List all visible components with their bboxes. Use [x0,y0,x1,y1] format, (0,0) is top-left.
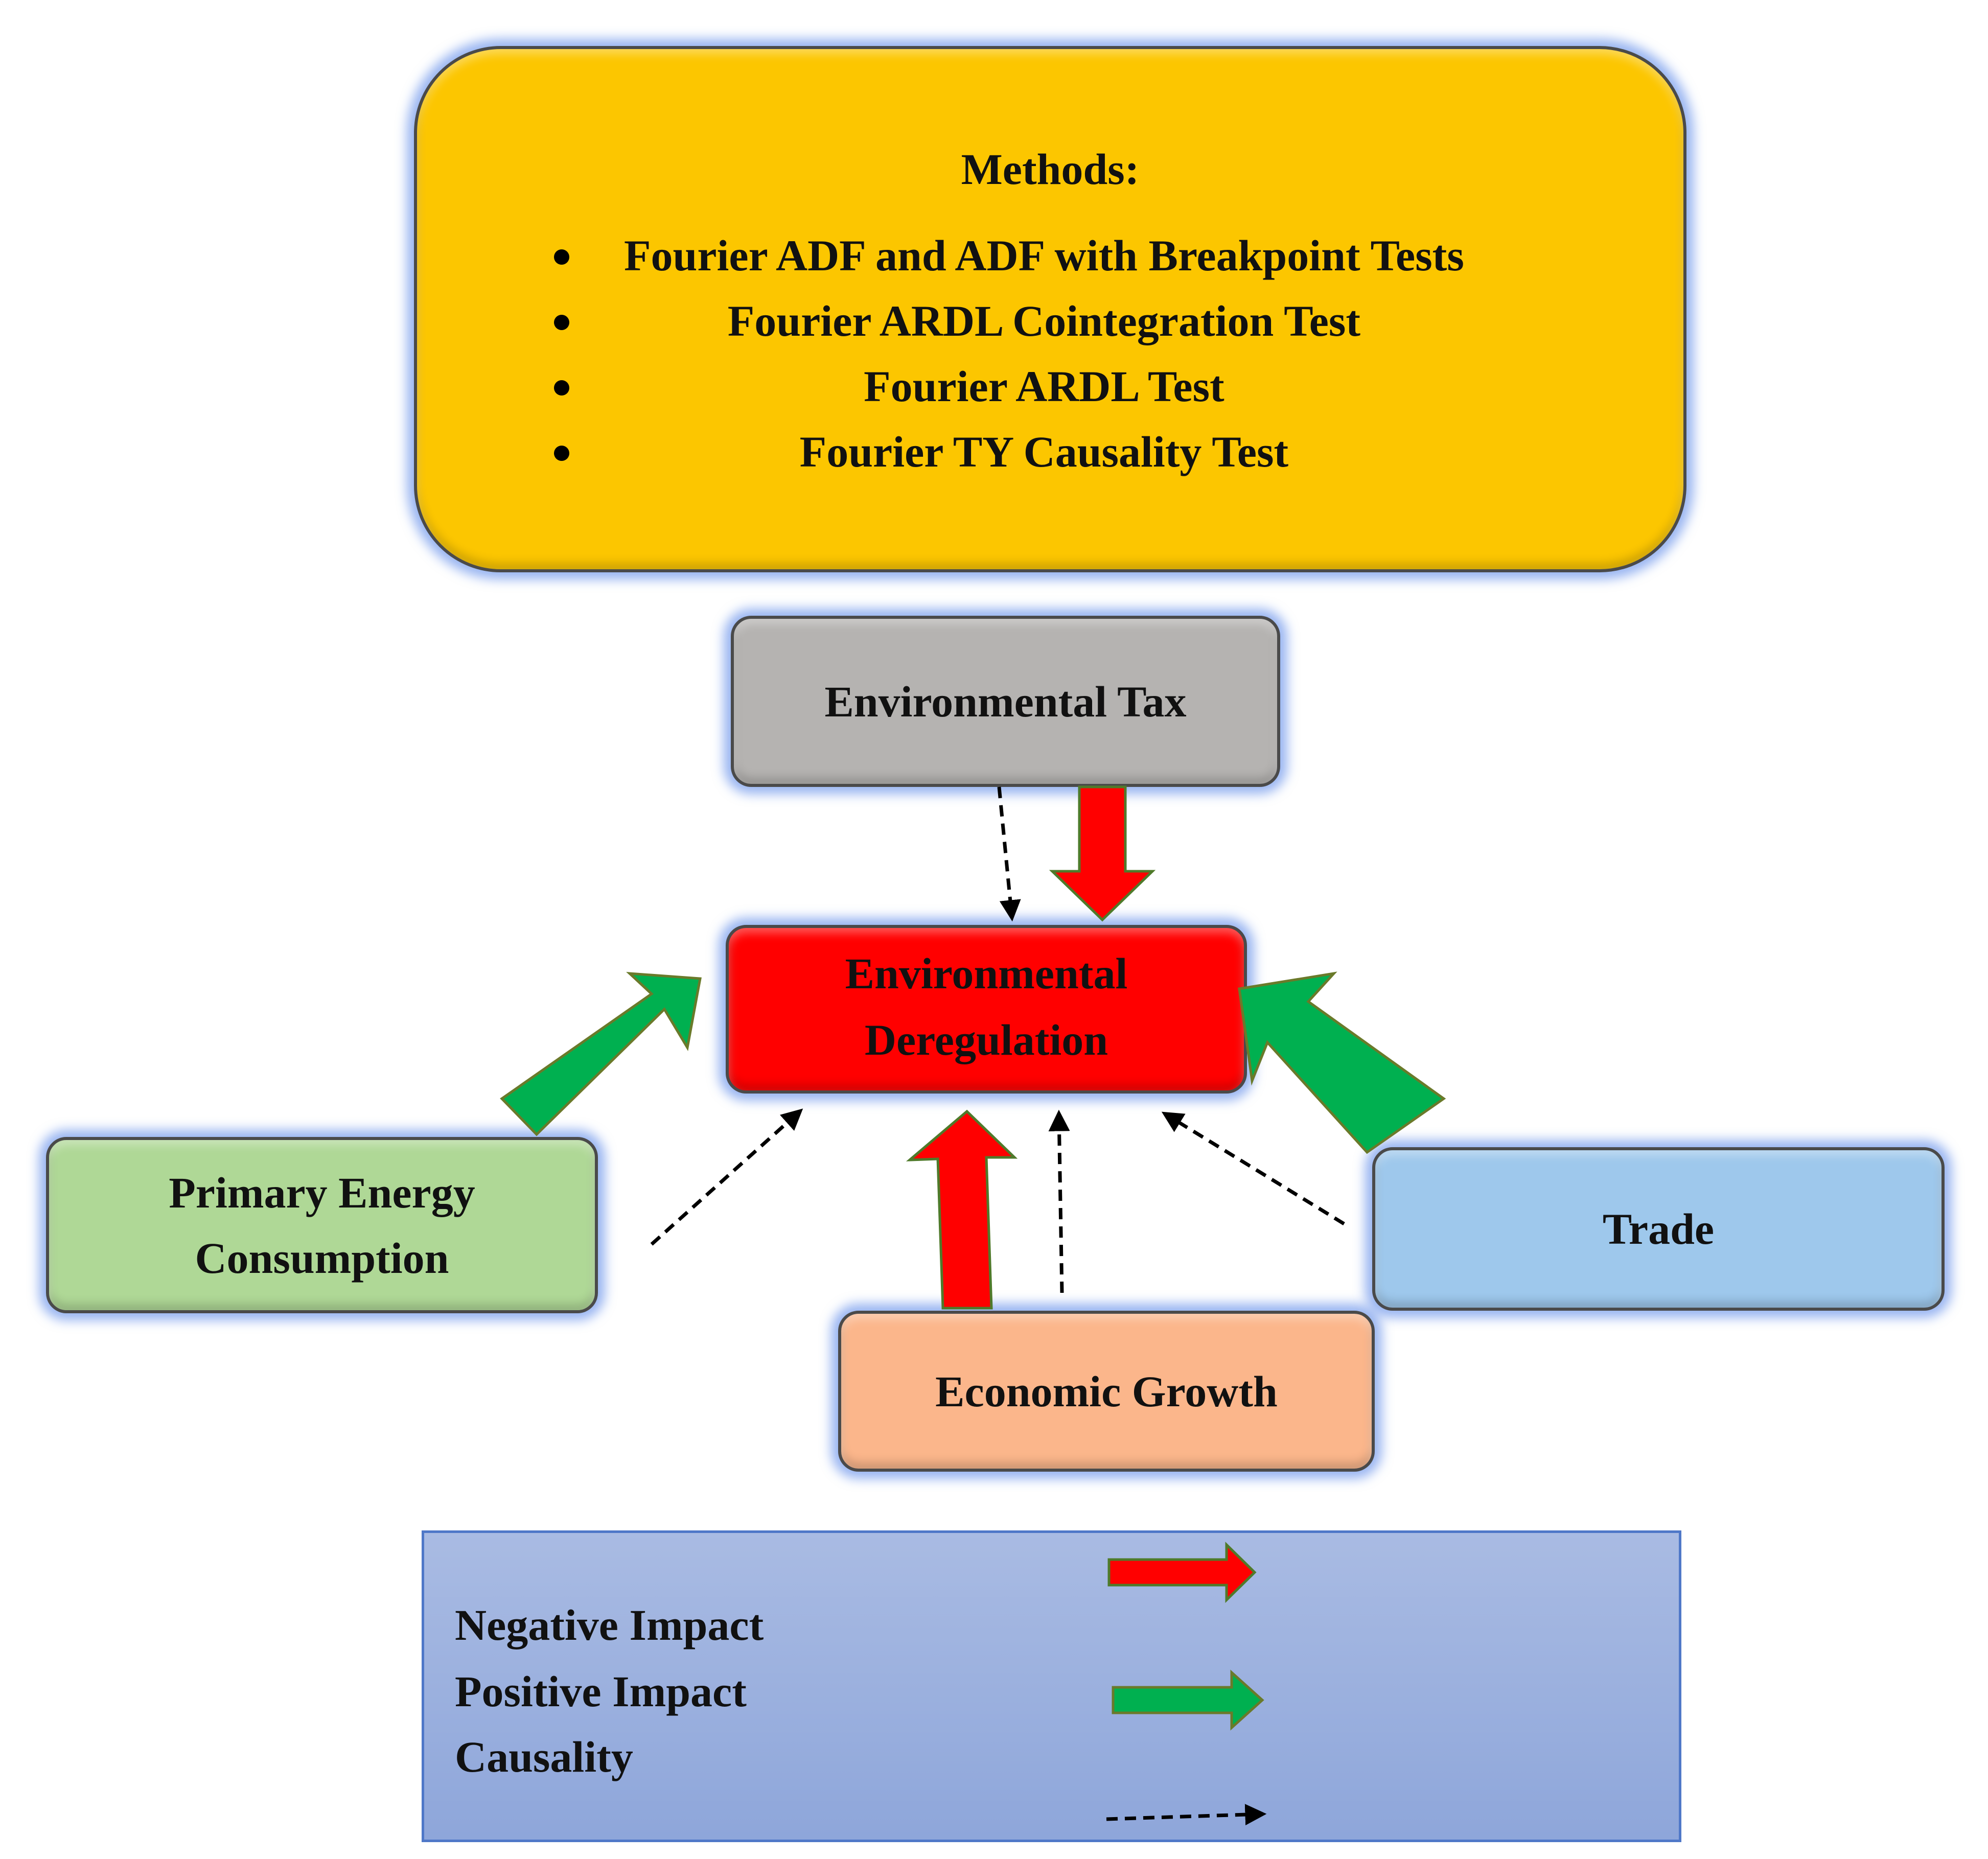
legend-negative-impact-label: Negative Impact [455,1600,764,1649]
methods-item: Fourier ARDL Test [545,354,1464,419]
environmental-deregulation-label-line2: Deregulation [864,1015,1108,1064]
trade-label: Trade [1602,1204,1715,1253]
legend-box: Negative Impact Positive Impact Causalit… [422,1530,1681,1842]
environmental-deregulation-node: Environmental Deregulation [726,925,1247,1094]
environmental-deregulation-label-line1: Environmental [845,949,1128,998]
environmental-tax-label: Environmental Tax [824,677,1187,726]
causality-arrow-growth [1048,1109,1070,1293]
negative-arrow-growth [906,1109,1018,1310]
legend-causality-label: Causality [455,1732,633,1781]
methods-item: Fourier TY Causality Test [545,419,1464,484]
primary-energy-label-line1: Primary Energy [169,1168,475,1217]
methods-box: Methods: Fourier ADF and ADF with Breakp… [414,46,1686,572]
positive-arrow-trade [1238,971,1446,1154]
environmental-tax-node: Environmental Tax [731,616,1280,787]
trade-node: Trade [1372,1147,1945,1311]
methods-item: Fourier ARDL Cointegration Test [545,288,1464,354]
causality-arrow-tax [997,786,1021,922]
causality-arrow-energy [650,1108,803,1246]
methods-item: Fourier ADF and ADF with Breakpoint Test… [545,223,1464,288]
positive-arrow-energy [500,971,702,1136]
economic-growth-label: Economic Growth [935,1366,1278,1416]
legend-positive-impact-label: Positive Impact [455,1667,747,1716]
methods-title: Methods: [961,145,1140,194]
negative-arrow-tax [1049,785,1156,922]
economic-growth-node: Economic Growth [838,1311,1375,1472]
methods-list: Fourier ADF and ADF with Breakpoint Test… [545,223,1464,484]
primary-energy-label-line2: Consumption [195,1233,449,1283]
causality-arrow-trade [1161,1111,1345,1225]
primary-energy-consumption-node: Primary Energy Consumption [46,1137,598,1313]
